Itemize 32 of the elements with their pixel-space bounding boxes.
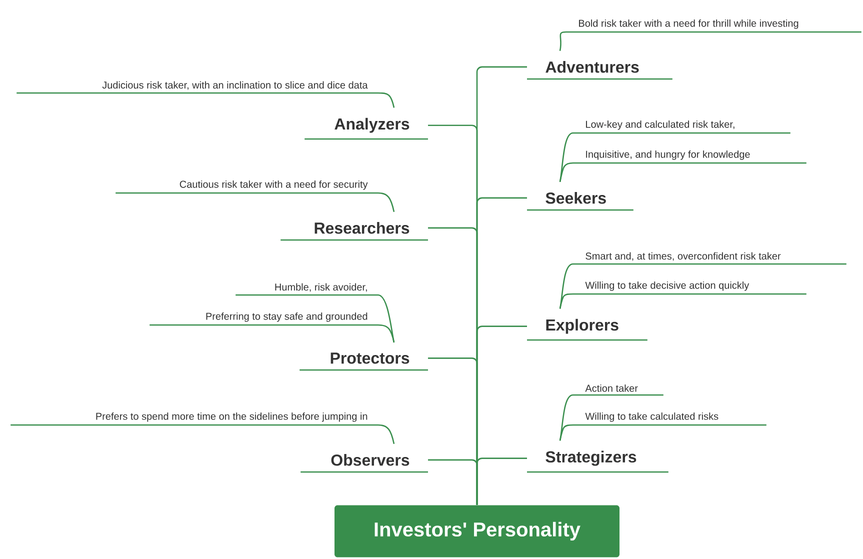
- topic-label: Strategizers: [527, 450, 668, 473]
- connector-line: [559, 132, 574, 182]
- topic-label: Researchers: [280, 222, 428, 241]
- note-label: Bold risk taker with a need for thrill while investing: [566, 19, 862, 33]
- note-label: Inquisitive, and hungry for knowledge: [573, 150, 806, 164]
- topic-label: Explorers: [527, 318, 648, 341]
- connector-line: [378, 192, 395, 212]
- note-label: Preferring to stay safe and grounded: [150, 312, 378, 326]
- root-box: Investors' Personality: [334, 505, 620, 558]
- note-label: Willing to take calculated risks: [573, 412, 766, 426]
- connector-line: [378, 92, 395, 108]
- connector-line: [378, 294, 395, 343]
- note-label: Judicious risk taker, with an inclination to slice and dice data: [16, 81, 378, 94]
- connector-line: [559, 31, 566, 51]
- topic-label: Observers: [300, 454, 428, 473]
- connector-line: [378, 424, 395, 444]
- connector-line: [559, 293, 573, 309]
- topic-label: Seekers: [527, 192, 634, 211]
- note-label: Humble, risk avoider,: [236, 283, 378, 296]
- connector-line: [559, 162, 574, 182]
- note-label: Willing to take decisive action quickly: [573, 281, 806, 295]
- note-label: Smart and, at times, overconfident risk taker: [573, 252, 846, 265]
- topic-label: Adventurers: [527, 61, 672, 80]
- note-label: Prefers to spend more time on the sidelines before jumping in: [10, 412, 378, 426]
- note-label: Low-key and calculated risk taker,: [573, 120, 790, 134]
- note-label: Action taker: [573, 384, 664, 396]
- topic-label: Analyzers: [304, 118, 428, 140]
- note-label: Cautious risk taker with a need for security: [116, 180, 378, 194]
- topic-label: Protectors: [300, 352, 428, 371]
- connector-line: [378, 324, 395, 343]
- connector-line: [559, 424, 574, 441]
- connector-line: [428, 459, 478, 505]
